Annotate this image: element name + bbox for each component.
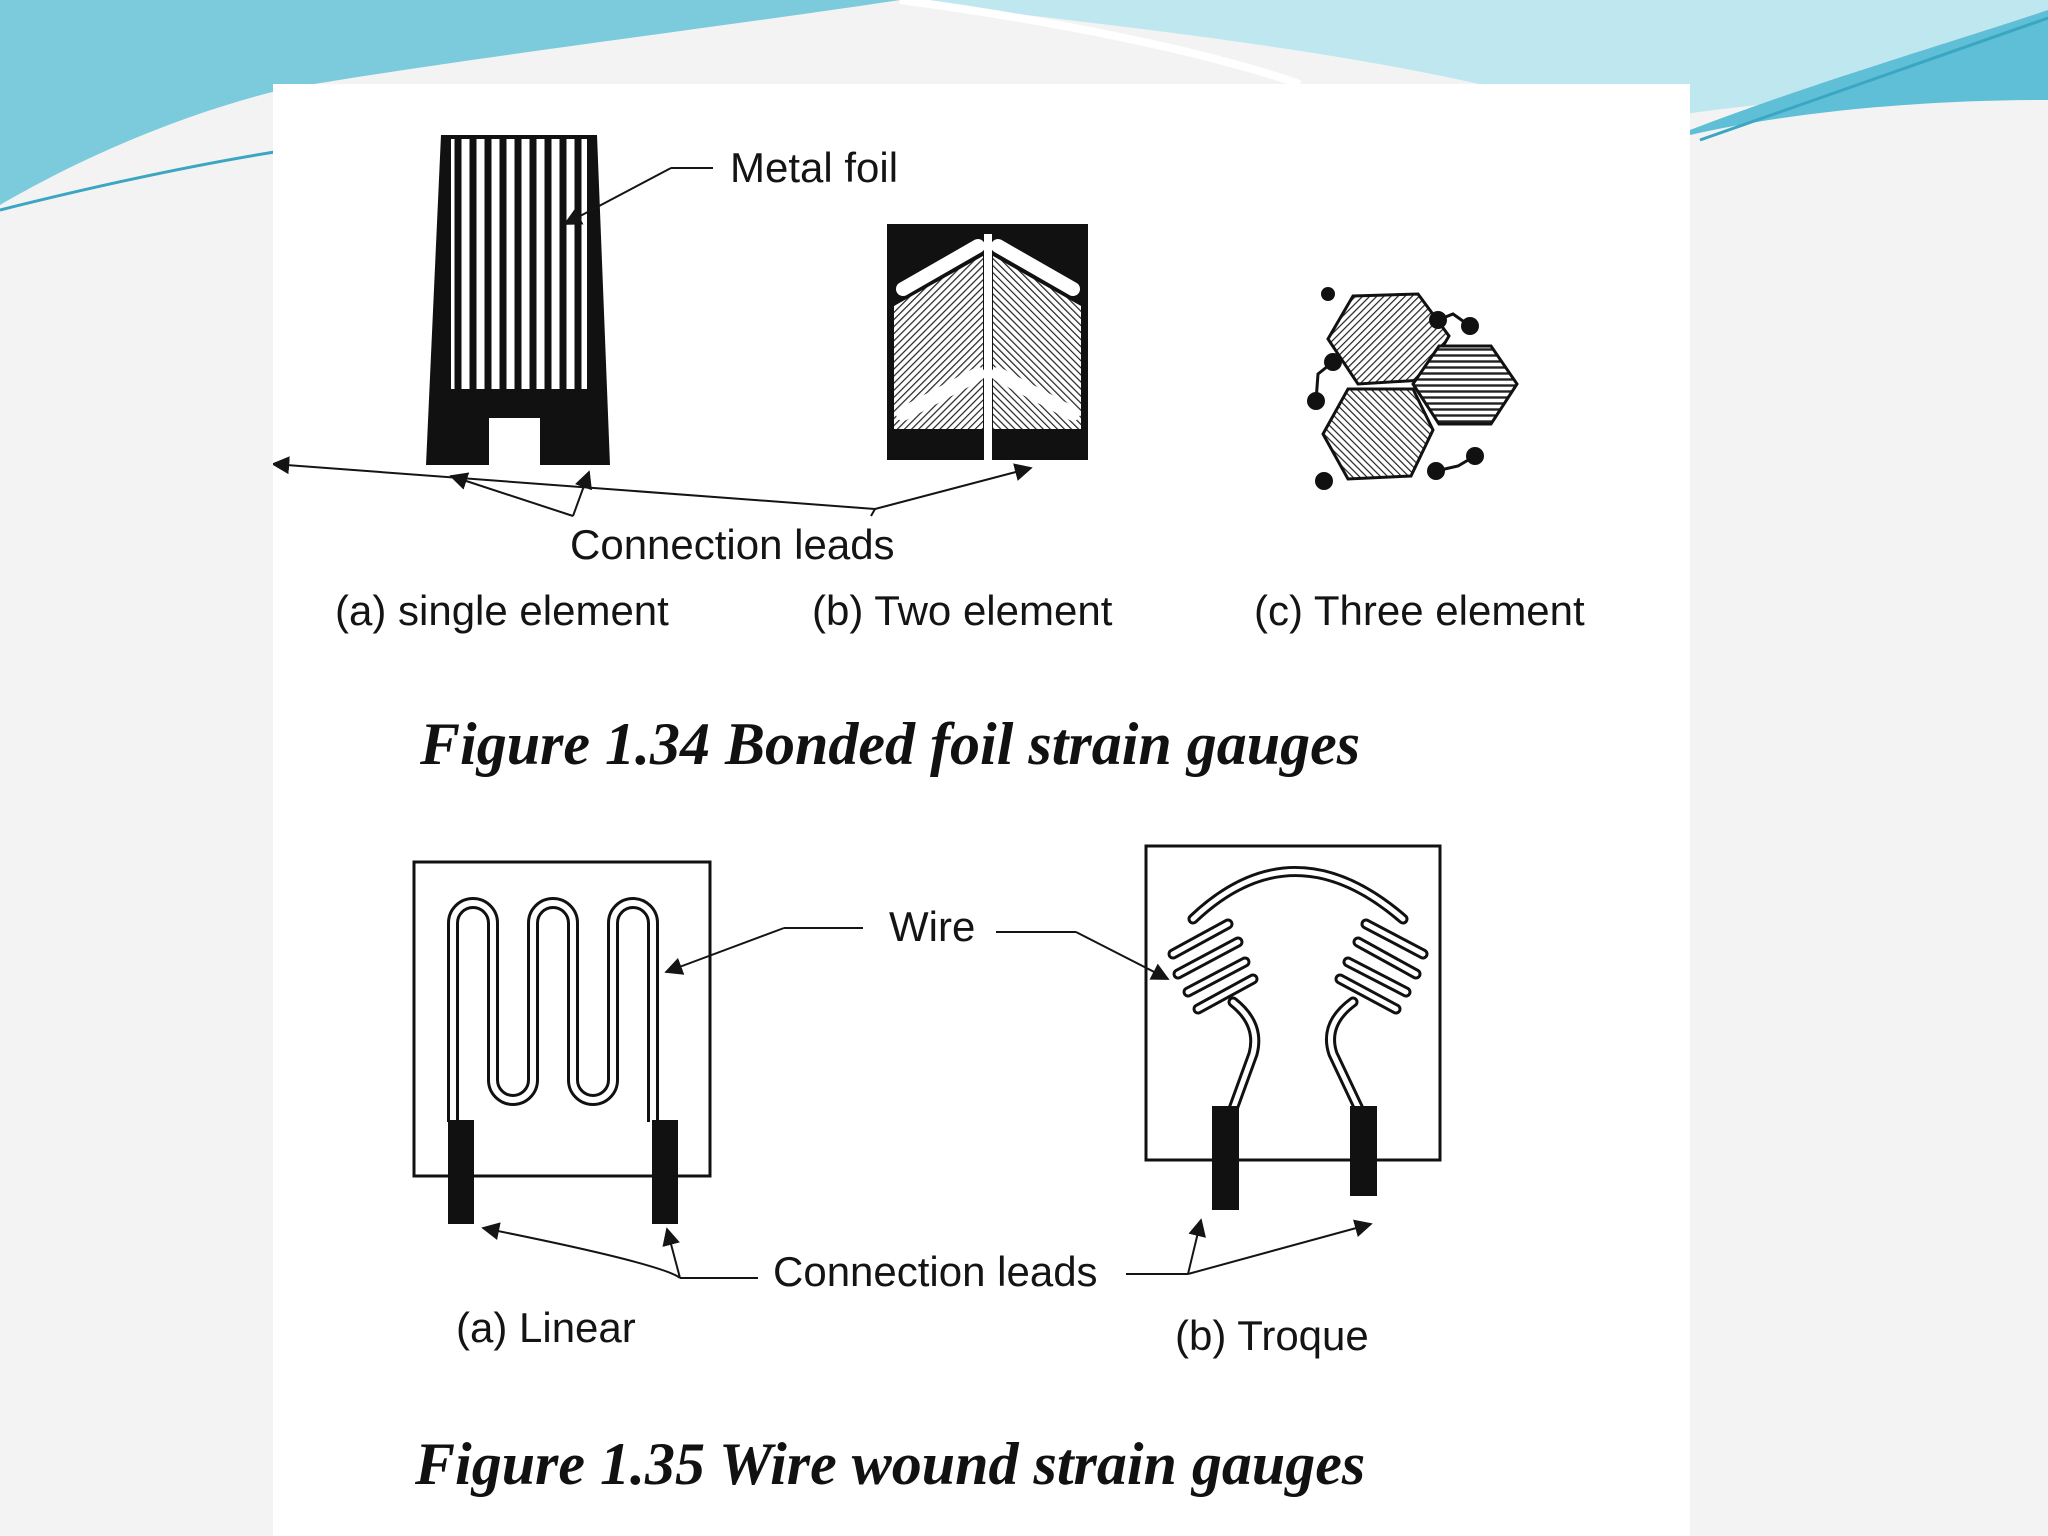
- subfigure-label-troque: (b) Troque: [1175, 1312, 1369, 1359]
- subfigure-label-linear: (a) Linear: [456, 1304, 636, 1351]
- connection-leads-label-fig135: Connection leads: [773, 1248, 1098, 1295]
- subfigure-label-single-element: (a) single element: [335, 587, 669, 634]
- wire-label: Wire: [889, 903, 975, 950]
- subfigure-label-three-element: (c) Three element: [1254, 587, 1585, 634]
- banner-swoosh-right: [1699, 16, 2048, 142]
- wire-leaders: [664, 927, 1170, 980]
- figure-1-35-caption: Figure 1.35 Wire wound strain gauges: [414, 1431, 1365, 1497]
- figure-1-34-caption: Figure 1.34 Bonded foil strain gauges: [419, 711, 1360, 777]
- metal-foil-leader: [563, 167, 713, 225]
- figure-image: Metal foil: [273, 135, 1585, 1497]
- linear-wire-gauge: [412, 860, 712, 1224]
- banner-white-swoosh: [899, 0, 1302, 88]
- figure-panel: Metal foil: [273, 84, 1690, 1536]
- connection-leads-arrows-fig134: [273, 456, 1033, 517]
- subfigure-label-two-element: (b) Two element: [812, 587, 1113, 634]
- connection-leads-arrows-fig135: [481, 1218, 1373, 1279]
- connection-leads-label-fig134: Connection leads: [570, 521, 895, 568]
- banner-wave-front: [0, 0, 900, 205]
- metal-foil-label: Metal foil: [730, 144, 898, 191]
- three-element-rosette-gauge: [1307, 287, 1519, 490]
- two-element-foil-gauge: [887, 224, 1088, 460]
- torque-wire-gauge: [1144, 844, 1442, 1210]
- banner-wave-right: [1690, 10, 2048, 135]
- single-element-foil-gauge: [426, 135, 610, 466]
- banner-swoosh-left: [0, 146, 301, 212]
